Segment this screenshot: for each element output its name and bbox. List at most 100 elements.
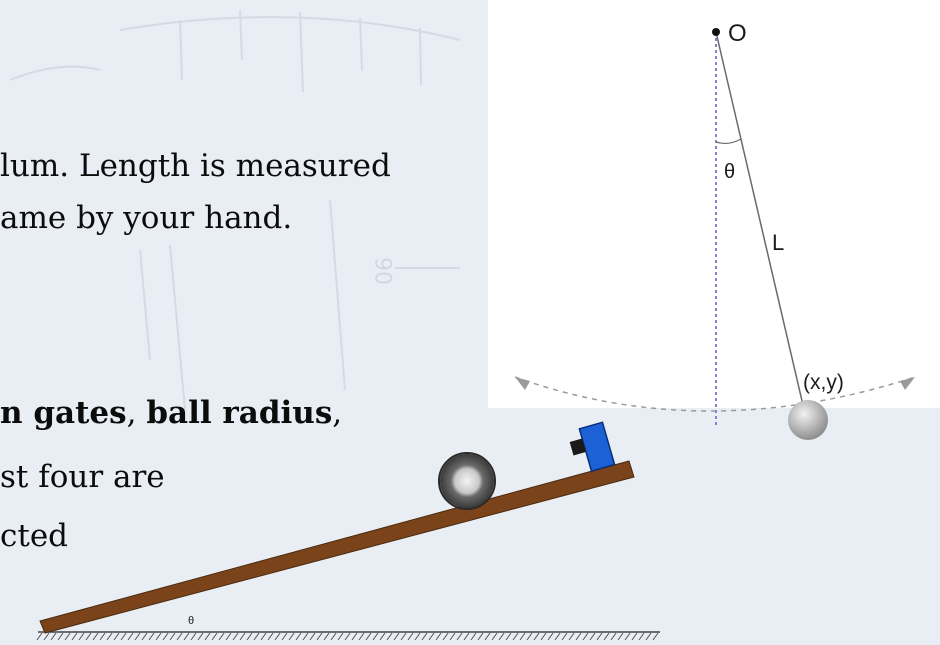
hatch-mark (512, 632, 519, 641)
hatch-mark (267, 632, 274, 641)
hatch-mark (337, 632, 344, 641)
hatch-mark (463, 632, 470, 641)
hatch-mark (372, 632, 379, 641)
hatch-mark (43, 632, 50, 641)
arc-arrow-left-icon (515, 377, 530, 390)
text-line-4: st four are (0, 459, 165, 495)
hatch-mark (456, 632, 463, 641)
hatch-mark (596, 632, 603, 641)
hatch-mark (211, 632, 218, 641)
hatch-mark (379, 632, 386, 641)
arc-arrow-right-icon (900, 377, 915, 390)
hatch-mark (533, 632, 540, 641)
text-line-5: cted (0, 518, 69, 554)
hatch-mark (36, 632, 43, 641)
hatch-mark (50, 632, 57, 641)
hatch-mark (239, 632, 246, 641)
hatch-mark (407, 632, 414, 641)
hatch-mark (484, 632, 491, 641)
hatch-mark (435, 632, 442, 641)
hatch-mark (169, 632, 176, 641)
text-comma: , (332, 395, 343, 431)
hatch-mark (421, 632, 428, 641)
angle-arc (715, 138, 742, 145)
hatch-mark (253, 632, 260, 641)
hatch-mark (309, 632, 316, 641)
hatch-mark (589, 632, 596, 641)
pendulum-string (715, 31, 807, 419)
hatch-mark (162, 632, 169, 641)
swing-arc (514, 376, 916, 412)
bob-coordinates-label: (x,y) (803, 371, 844, 394)
hatch-mark (582, 632, 589, 641)
hatch-mark (519, 632, 526, 641)
hatch-mark (645, 632, 652, 641)
svg-text:06: 06 (373, 257, 398, 285)
hatch-mark (414, 632, 421, 641)
hatch-mark (127, 632, 134, 641)
hatch-mark (470, 632, 477, 641)
ball (438, 452, 496, 510)
hatch-mark (386, 632, 393, 641)
hatch-mark (603, 632, 610, 641)
text-separator: , (126, 395, 147, 431)
text-bold-photogates: n gates (0, 395, 127, 431)
ground-hatching (36, 632, 659, 641)
hatch-mark (358, 632, 365, 641)
inclined-ramp (39, 460, 635, 634)
hatch-mark (64, 632, 71, 641)
hatch-mark (134, 632, 141, 641)
hatch-mark (554, 632, 561, 641)
hatch-mark (85, 632, 92, 641)
hatch-mark (526, 632, 533, 641)
hatch-mark (365, 632, 372, 641)
hatch-mark (610, 632, 617, 641)
hatch-mark (183, 632, 190, 641)
hatch-mark (547, 632, 554, 641)
hatch-mark (120, 632, 127, 641)
hatch-mark (316, 632, 323, 641)
hatch-mark (288, 632, 295, 641)
hatch-mark (393, 632, 400, 641)
pendulum-bob (788, 400, 828, 440)
hatch-mark (155, 632, 162, 641)
pendulum-diagram: O θ L (x,y) (514, 20, 916, 440)
hatch-mark (498, 632, 505, 641)
incline-angle-label: θ (188, 615, 194, 627)
pivot-label: O (728, 20, 747, 47)
hatch-mark (92, 632, 99, 641)
hatch-mark (323, 632, 330, 641)
hatch-mark (99, 632, 106, 641)
hatch-mark (344, 632, 351, 641)
hatch-mark (218, 632, 225, 641)
length-label: L (772, 230, 784, 255)
hatch-mark (113, 632, 120, 641)
text-line-3: n gates, ball radius, (0, 393, 342, 433)
hatch-mark (225, 632, 232, 641)
hatch-mark (71, 632, 78, 641)
hatch-mark (491, 632, 498, 641)
hatch-mark (295, 632, 302, 641)
hatch-mark (141, 632, 148, 641)
hatch-mark (204, 632, 211, 641)
hatch-mark (617, 632, 624, 641)
hatch-mark (197, 632, 204, 641)
incline-diagram: θ (36, 421, 660, 641)
pendulum-angle-label: θ (724, 161, 735, 183)
pivot-point (712, 28, 720, 36)
hatch-mark (148, 632, 155, 641)
hatch-mark (540, 632, 547, 641)
hatch-mark (351, 632, 358, 641)
pendulum-panel (488, 0, 940, 408)
hatch-mark (260, 632, 267, 641)
hatch-mark (631, 632, 638, 641)
hatch-mark (428, 632, 435, 641)
hatch-mark (176, 632, 183, 641)
hatch-mark (624, 632, 631, 641)
text-bold-ball-radius: ball radius (146, 395, 333, 431)
hatch-mark (106, 632, 113, 641)
hatch-mark (638, 632, 645, 641)
